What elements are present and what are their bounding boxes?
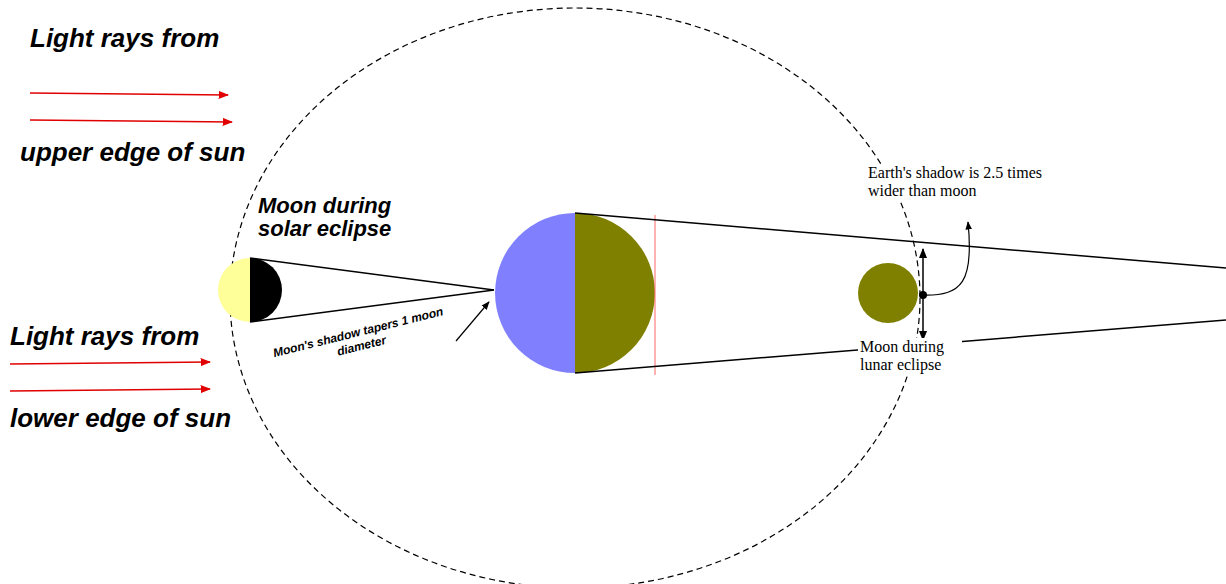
- earth-shadow-edge: [575, 213, 1226, 268]
- moon-orbit: [230, 8, 920, 584]
- moon-shadow-edge: [250, 258, 494, 290]
- label-slot: upper edge of sun: [18, 138, 247, 167]
- heading-label: lower edge of sun: [8, 404, 233, 433]
- note-label: Moon during lunar eclipse: [858, 338, 962, 375]
- moon-dark-half: [250, 258, 282, 322]
- light-ray: [10, 389, 210, 391]
- light-ray: [10, 362, 210, 364]
- width-arrow: [922, 295, 924, 340]
- earth-lit-half: [495, 213, 575, 373]
- heading-label: Light rays from: [8, 322, 201, 351]
- light-ray: [30, 93, 228, 95]
- label-slot: Moon during lunar eclipse: [858, 338, 962, 375]
- light-ray: [30, 120, 232, 122]
- heading-label: Moon's shadow tapers 1 moon diameter: [267, 304, 452, 375]
- label-slot: Light rays from: [28, 24, 221, 53]
- note-label: Earth's shadow is 2.5 times wider than m…: [866, 164, 1075, 201]
- label-slot: lower edge of sun: [8, 404, 233, 433]
- moon-lit-half: [218, 258, 250, 322]
- earth-dark-half: [575, 213, 655, 373]
- eclipsed-moon: [858, 263, 918, 323]
- leader-arrow: [456, 302, 489, 341]
- heading-label: Moon during solar eclipse: [256, 194, 425, 240]
- moon-shadow-edge: [250, 290, 494, 322]
- heading-label: Light rays from: [28, 24, 221, 53]
- leader-curve: [923, 222, 969, 295]
- label-slot: Earth's shadow is 2.5 times wider than m…: [866, 164, 1075, 201]
- width-arrow: [922, 249, 924, 295]
- heading-label: upper edge of sun: [18, 138, 247, 167]
- label-slot: Light rays from: [8, 322, 201, 351]
- label-slot: Moon's shadow tapers 1 moon diameter: [267, 304, 452, 375]
- marker-line: [655, 215, 656, 375]
- label-slot: Moon during solar eclipse: [256, 194, 425, 240]
